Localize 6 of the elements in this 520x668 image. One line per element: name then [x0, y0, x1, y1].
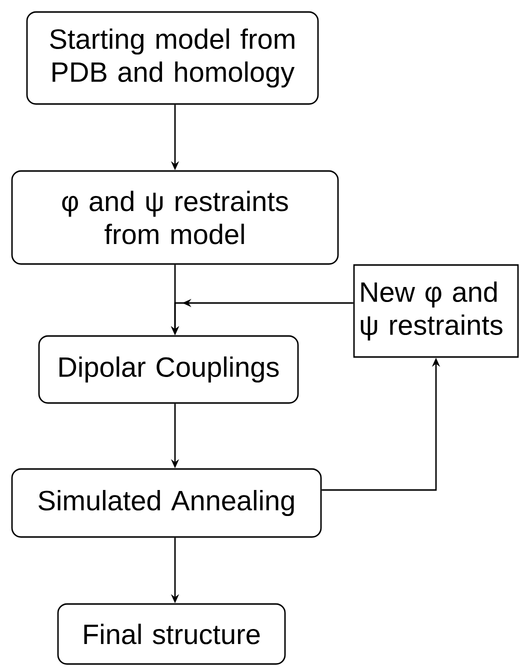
process-box: φ and ψ restraints from model	[11, 170, 339, 265]
feedback-box: New φ and ψ restraints	[353, 264, 519, 358]
process-box: Dipolar Couplings	[38, 335, 299, 404]
process-box: Simulated Annealing	[11, 468, 322, 538]
process-box: Starting model from PDB and homology	[26, 11, 319, 105]
process-box: Final structure	[57, 603, 286, 665]
